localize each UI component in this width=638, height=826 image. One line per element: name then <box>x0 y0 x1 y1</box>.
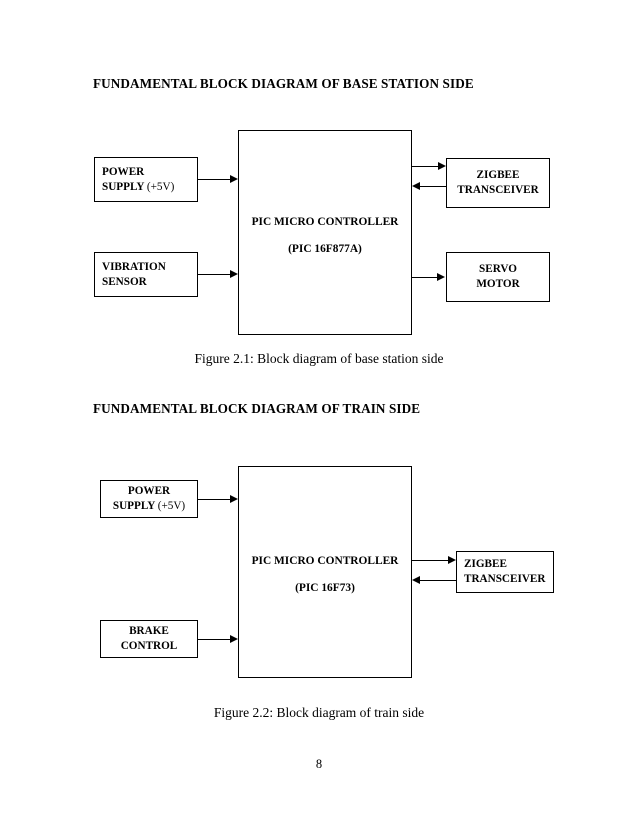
block-zigbee-transceiver-train: ZIGBEE TRANSCEIVER <box>456 551 554 593</box>
heading-base-station: FUNDAMENTAL BLOCK DIAGRAM OF BASE STATIO… <box>93 76 474 91</box>
block-line-1: ZIGBEE <box>476 169 520 182</box>
connector-controller-to-zigbee-base <box>412 166 439 167</box>
connector-zigbee-to-controller-train <box>420 580 456 581</box>
block-power-supply-train: POWER SUPPLY (+5V) <box>100 480 198 518</box>
voltage-annotation: (+5V) <box>157 500 186 512</box>
block-vibration-sensor: VIBRATION SENSOR <box>94 252 198 297</box>
block-line-2: SUPPLY (+5V) <box>102 180 175 193</box>
voltage-annotation: (+5V) <box>146 180 175 193</box>
heading-train-side: FUNDAMENTAL BLOCK DIAGRAM OF TRAIN SIDE <box>93 401 421 416</box>
controller-model: (PIC 16F877A) <box>288 243 362 255</box>
block-line-1: POWER <box>127 485 171 498</box>
connector-controller-to-servo <box>412 277 438 278</box>
connector-controller-to-zigbee-train <box>412 560 448 561</box>
block-brake-control: BRAKE CONTROL <box>100 620 198 658</box>
connector-power-to-controller-train <box>198 499 231 500</box>
connector-vibration-to-controller <box>198 274 231 275</box>
arrowhead-zigbee-to-controller-train <box>412 575 420 584</box>
block-servo-motor: SERVO MOTOR <box>446 252 550 302</box>
arrowhead-controller-to-zigbee-base <box>438 161 446 170</box>
connector-brake-to-controller <box>198 639 231 640</box>
block-pic-controller-train: PIC MICRO CONTROLLER (PIC 16F73) <box>238 466 412 678</box>
block-line-2: TRANSCEIVER <box>464 573 546 585</box>
arrowhead-controller-to-zigbee-train <box>448 555 456 564</box>
block-pic-controller-base: PIC MICRO CONTROLLER (PIC 16F877A) <box>238 130 412 335</box>
page-number: 8 <box>315 757 323 771</box>
block-power-supply-base: POWER SUPPLY (+5V) <box>94 157 198 202</box>
block-line-2: MOTOR <box>476 278 520 290</box>
block-line-2: SENSOR <box>102 275 147 288</box>
controller-title: PIC MICRO CONTROLLER <box>251 216 399 228</box>
controller-model: (PIC 16F73) <box>295 582 355 594</box>
arrowhead-zigbee-to-controller-base <box>412 181 420 190</box>
block-line-1: VIBRATION <box>102 260 166 273</box>
block-line-1: POWER <box>102 165 145 178</box>
figure-caption-base-station: Figure 2.1: Block diagram of base statio… <box>194 351 444 366</box>
arrowhead-power-to-controller-train <box>230 494 238 503</box>
arrowhead-vibration-to-controller <box>230 269 238 278</box>
block-line-1: SERVO <box>479 263 517 276</box>
arrowhead-power-to-controller-base <box>230 174 238 183</box>
controller-title: PIC MICRO CONTROLLER <box>251 555 399 567</box>
block-line-2: TRANSCEIVER <box>457 184 539 196</box>
figure-caption-train-side: Figure 2.2: Block diagram of train side <box>213 705 425 720</box>
block-zigbee-transceiver-base: ZIGBEE TRANSCEIVER <box>446 158 550 208</box>
arrowhead-controller-to-servo <box>437 272 445 281</box>
block-line-1: BRAKE <box>129 625 169 638</box>
block-line-1: ZIGBEE <box>464 558 507 571</box>
block-line-2: CONTROL <box>120 640 178 652</box>
connector-power-to-controller-base <box>198 179 231 180</box>
arrowhead-brake-to-controller <box>230 634 238 643</box>
block-line-2: SUPPLY (+5V) <box>112 500 186 512</box>
connector-zigbee-to-controller-base <box>420 186 446 187</box>
